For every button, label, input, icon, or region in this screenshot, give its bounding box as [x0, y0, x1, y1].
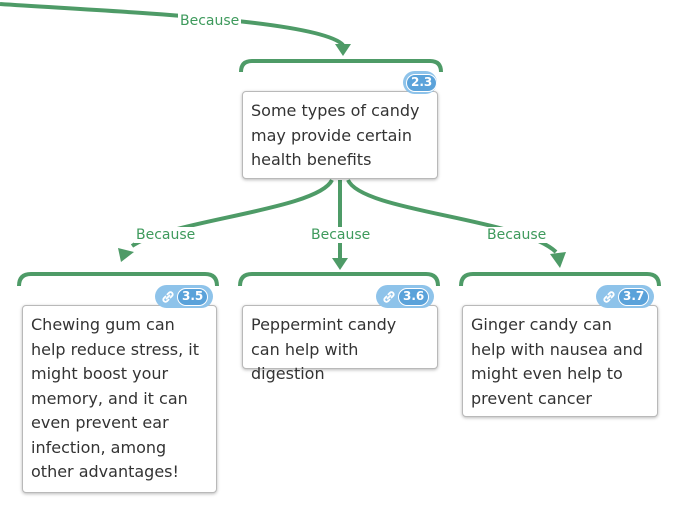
right-claim-badge[interactable]: 3.7: [596, 285, 654, 308]
middle-claim-badge[interactable]: 3.6: [376, 285, 434, 308]
right-claim-text: Ginger candy can help with nausea and mi…: [471, 315, 643, 408]
right-arrowhead: [550, 252, 566, 268]
middle-link-label: Because: [309, 227, 373, 243]
middle-bracket: [238, 272, 440, 287]
parent-claim-number: 2.3: [406, 73, 438, 92]
middle-claim-node[interactable]: Peppermint candy can help with digestion: [242, 305, 438, 383]
left-claim-node[interactable]: Chewing gum can help reduce stress, it m…: [22, 305, 217, 493]
right-link-label: Because: [485, 227, 549, 243]
parent-claim-node[interactable]: Some types of candy may provide certain …: [242, 91, 438, 179]
left-claim-text: Chewing gum can help reduce stress, it m…: [31, 315, 200, 481]
left-claim-number: 3.5: [177, 287, 209, 306]
left-bracket: [17, 272, 219, 287]
link-icon[interactable]: [159, 288, 177, 306]
incoming-arrowhead: [335, 44, 351, 56]
left-arrowhead: [118, 248, 134, 262]
parent-bracket: [239, 59, 443, 73]
incoming-link: [0, 2, 345, 47]
middle-claim-number: 3.6: [398, 287, 430, 306]
left-claim-badge[interactable]: 3.5: [155, 285, 213, 308]
parent-claim-badge[interactable]: 2.3: [403, 71, 438, 94]
right-claim-node[interactable]: Ginger candy can help with nausea and mi…: [462, 305, 658, 417]
right-bracket: [459, 272, 661, 287]
middle-claim-text: Peppermint candy can help with digestion: [251, 315, 397, 383]
left-link-label: Because: [134, 227, 198, 243]
link-icon[interactable]: [380, 288, 398, 306]
parent-claim-text: Some types of candy may provide certain …: [251, 101, 420, 169]
link-icon[interactable]: [600, 288, 618, 306]
right-claim-number: 3.7: [618, 287, 650, 306]
top-link-label: Because: [178, 13, 242, 29]
middle-arrowhead: [332, 258, 348, 270]
